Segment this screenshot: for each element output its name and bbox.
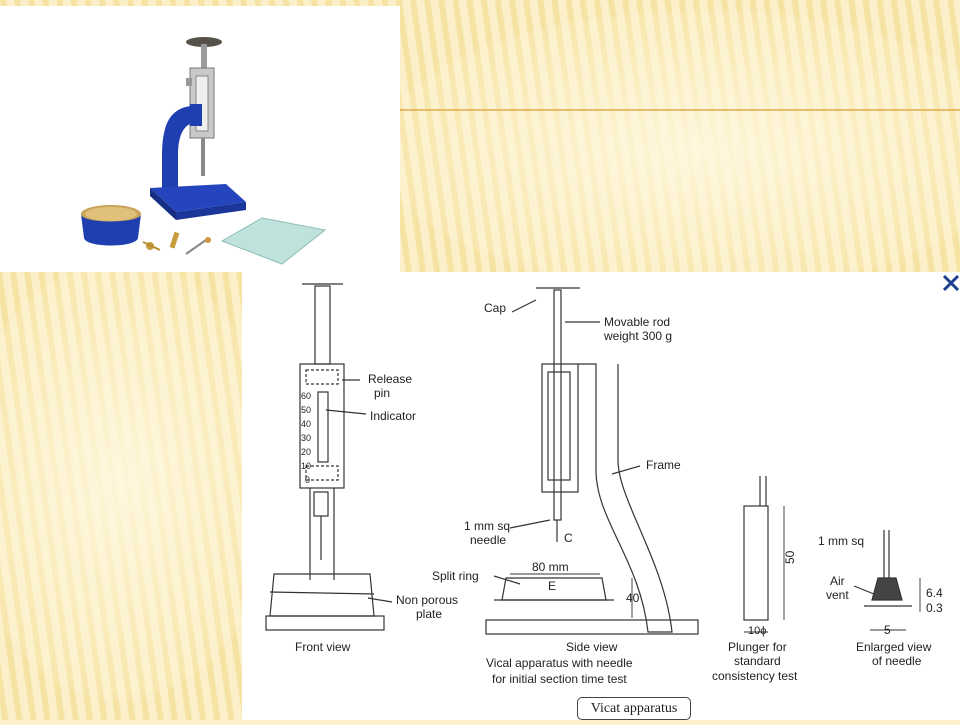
plunger-label: Plunger for [728, 640, 787, 654]
scale-tick-label: 30 [301, 433, 311, 443]
dimension-5: 5 [884, 623, 891, 637]
plate-label: Non porous [396, 593, 458, 607]
ring-mark-label: E [548, 579, 556, 593]
scale-tick-label: 0 [305, 475, 310, 485]
enlarged-view-label: Enlarged view [856, 640, 932, 654]
dimension-0-3: 0.3 [926, 601, 943, 615]
apparatus-description-2: for initial section time test [492, 672, 627, 686]
plunger-diameter-dimension: 10ϕ [748, 625, 766, 637]
scale-tick-label: 20 [301, 447, 311, 457]
release-pin-label-2: pin [374, 386, 390, 400]
scale-tick-label: 60 [301, 391, 311, 401]
scale-tick-label: 50 [301, 405, 311, 415]
vicat-caption: Vicat apparatus [577, 697, 691, 720]
dimension-6-4: 6.4 [926, 586, 943, 600]
plate-label-2: plate [416, 607, 442, 621]
front-view-label: Front view [295, 640, 351, 654]
enlarged-size-label: 1 mm sq [818, 534, 864, 548]
release-pin-label: Release [368, 372, 412, 386]
side-view-label: Side view [566, 640, 618, 654]
plunger-label-2: standard [734, 654, 781, 668]
close-icon[interactable] [940, 272, 960, 294]
movable-rod-label: Movable rod [604, 315, 670, 329]
height-dimension: 40 [626, 591, 640, 605]
scale-ticks: 60 50 40 30 20 10 0 [301, 391, 311, 485]
indicator-label: Indicator [370, 409, 416, 423]
scale-tick-label: 10 [301, 461, 311, 471]
scale-tick-label: 40 [301, 419, 311, 429]
vicat-diagram: 60 50 40 30 20 10 0 Release pin Indicato… [242, 272, 960, 720]
needle-label: 1 mm sq [464, 519, 510, 533]
air-vent-label: Air [830, 574, 845, 588]
width-dimension: 80 mm [532, 560, 569, 574]
apparatus-photo [0, 6, 400, 272]
plunger-length-dimension: 50 [783, 550, 797, 564]
split-ring-label: Split ring [432, 569, 479, 583]
plunger-label-3: consistency test [712, 669, 798, 683]
enlarged-view-label-2: of needle [872, 654, 922, 668]
movable-rod-label-2: weight 300 g [603, 329, 672, 343]
apparatus-description: Vical apparatus with needle [486, 656, 633, 670]
needle-label-2: needle [470, 533, 506, 547]
air-vent-label-2: vent [826, 588, 849, 602]
needle-point-label: C [564, 531, 573, 545]
cap-label: Cap [484, 301, 506, 315]
frame-label: Frame [646, 458, 681, 472]
